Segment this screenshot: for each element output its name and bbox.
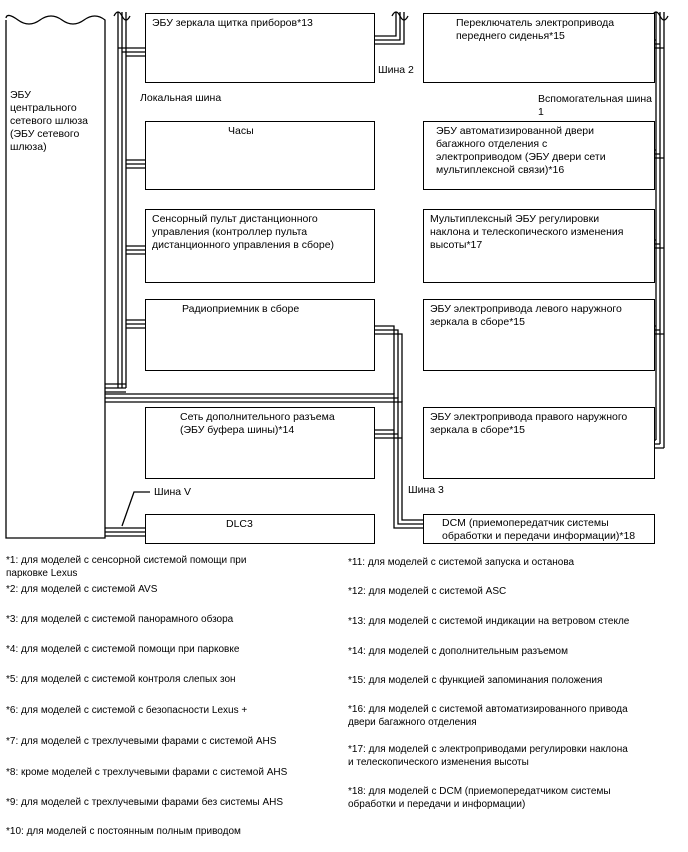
footnote-2: *2: для моделей с системой AVS	[6, 584, 158, 595]
trunk-door-ecu-box: ЭБУ автоматизированной двери багажного о…	[423, 121, 655, 190]
local-branch-mirror	[118, 47, 145, 57]
footnote-12: *12: для моделей с системой ASC	[348, 586, 507, 597]
clock-box: Часы	[145, 121, 375, 190]
footnote-11: *11: для моделей с системой запуска и ос…	[348, 557, 575, 568]
footnote-14: *14: для моделей с дополнительным разъем…	[348, 646, 568, 657]
footnote-6: *6: для моделей с системой с безопасност…	[6, 705, 248, 716]
local-bus-trunk	[117, 12, 127, 388]
local-bus-to-gateway	[105, 383, 126, 393]
gateway-outline	[5, 14, 106, 539]
bus3-extra-branch	[374, 429, 402, 439]
front-seat-box: Переключатель электропривода переднего с…	[423, 13, 655, 83]
local-bus-label: Локальная шина	[140, 92, 222, 104]
dlc3-box: DLC3	[145, 514, 375, 544]
touch-remote-box: Сенсорный пульт дистанционного управлени…	[145, 209, 375, 283]
busv-pointer	[121, 491, 150, 527]
footnote-1: *1: для моделей с сенсорной системой пом…	[6, 555, 247, 579]
aux-bus-trunk	[655, 12, 665, 448]
footnote-8: *8: кроме моделей с трехлучевыми фарами …	[6, 767, 288, 778]
local-bus-wave	[113, 11, 131, 21]
extra-connector-box: Сеть дополнительного разъема (ЭБУ буфера…	[145, 407, 375, 479]
left-mirror-ecu-box: ЭБУ электропривода левого наружного зерк…	[423, 299, 655, 371]
bus2-label: Шина 2	[378, 64, 414, 76]
tilt-telescopic-ecu-box: Мультиплексный ЭБУ регулировки наклона и…	[423, 209, 655, 283]
aux-bus-wave	[651, 11, 669, 21]
busv-line	[105, 527, 145, 537]
local-branch-radio	[126, 319, 145, 329]
bus2-line	[374, 12, 405, 45]
footnote-9: *9: для моделей с трехлучевыми фарами бе…	[6, 797, 284, 808]
footnote-13: *13: для моделей с системой индикации на…	[348, 616, 630, 627]
bus3-line	[105, 393, 424, 529]
bus3-radio-branch	[374, 325, 403, 402]
aux-bus-label: Вспомогательная шина 1	[538, 93, 652, 118]
footnote-10: *10: для моделей с постоянным полным при…	[6, 826, 241, 837]
dcm-box: DCM (приемопередатчик системы обработки …	[423, 514, 655, 544]
gateway-ecu: ЭБУ центрального сетевого шлюза (ЭБУ сет…	[7, 86, 103, 176]
aux-branch-right	[654, 439, 664, 449]
bus2-wave	[391, 11, 409, 21]
busv-label: Шина V	[154, 486, 192, 498]
bus3-label: Шина 3	[408, 484, 444, 496]
footnote-4: *4: для моделей с системой помощи при па…	[6, 644, 240, 655]
local-branch-touch	[126, 245, 145, 255]
local-branch-clock	[126, 159, 145, 169]
footnote-15: *15: для моделей с функцией запоминания …	[348, 675, 603, 686]
footnote-3: *3: для моделей с системой панорамного о…	[6, 614, 234, 625]
footnote-17: *17: для моделей с электроприводами регу…	[348, 744, 628, 768]
radio-box: Радиоприемник в сборе	[145, 299, 375, 371]
mirror-ecu-box: ЭБУ зеркала щитка приборов*13	[145, 13, 375, 83]
right-mirror-ecu-box: ЭБУ электропривода правого наружного зер…	[423, 407, 655, 479]
footnote-7: *7: для моделей с трехлучевыми фарами с …	[6, 736, 277, 747]
footnote-16: *16: для моделей с системой автоматизиро…	[348, 704, 628, 728]
footnote-5: *5: для моделей с системой контроля слеп…	[6, 674, 236, 685]
footnote-18: *18: для моделей с DCM (приемопередатчик…	[348, 786, 611, 810]
